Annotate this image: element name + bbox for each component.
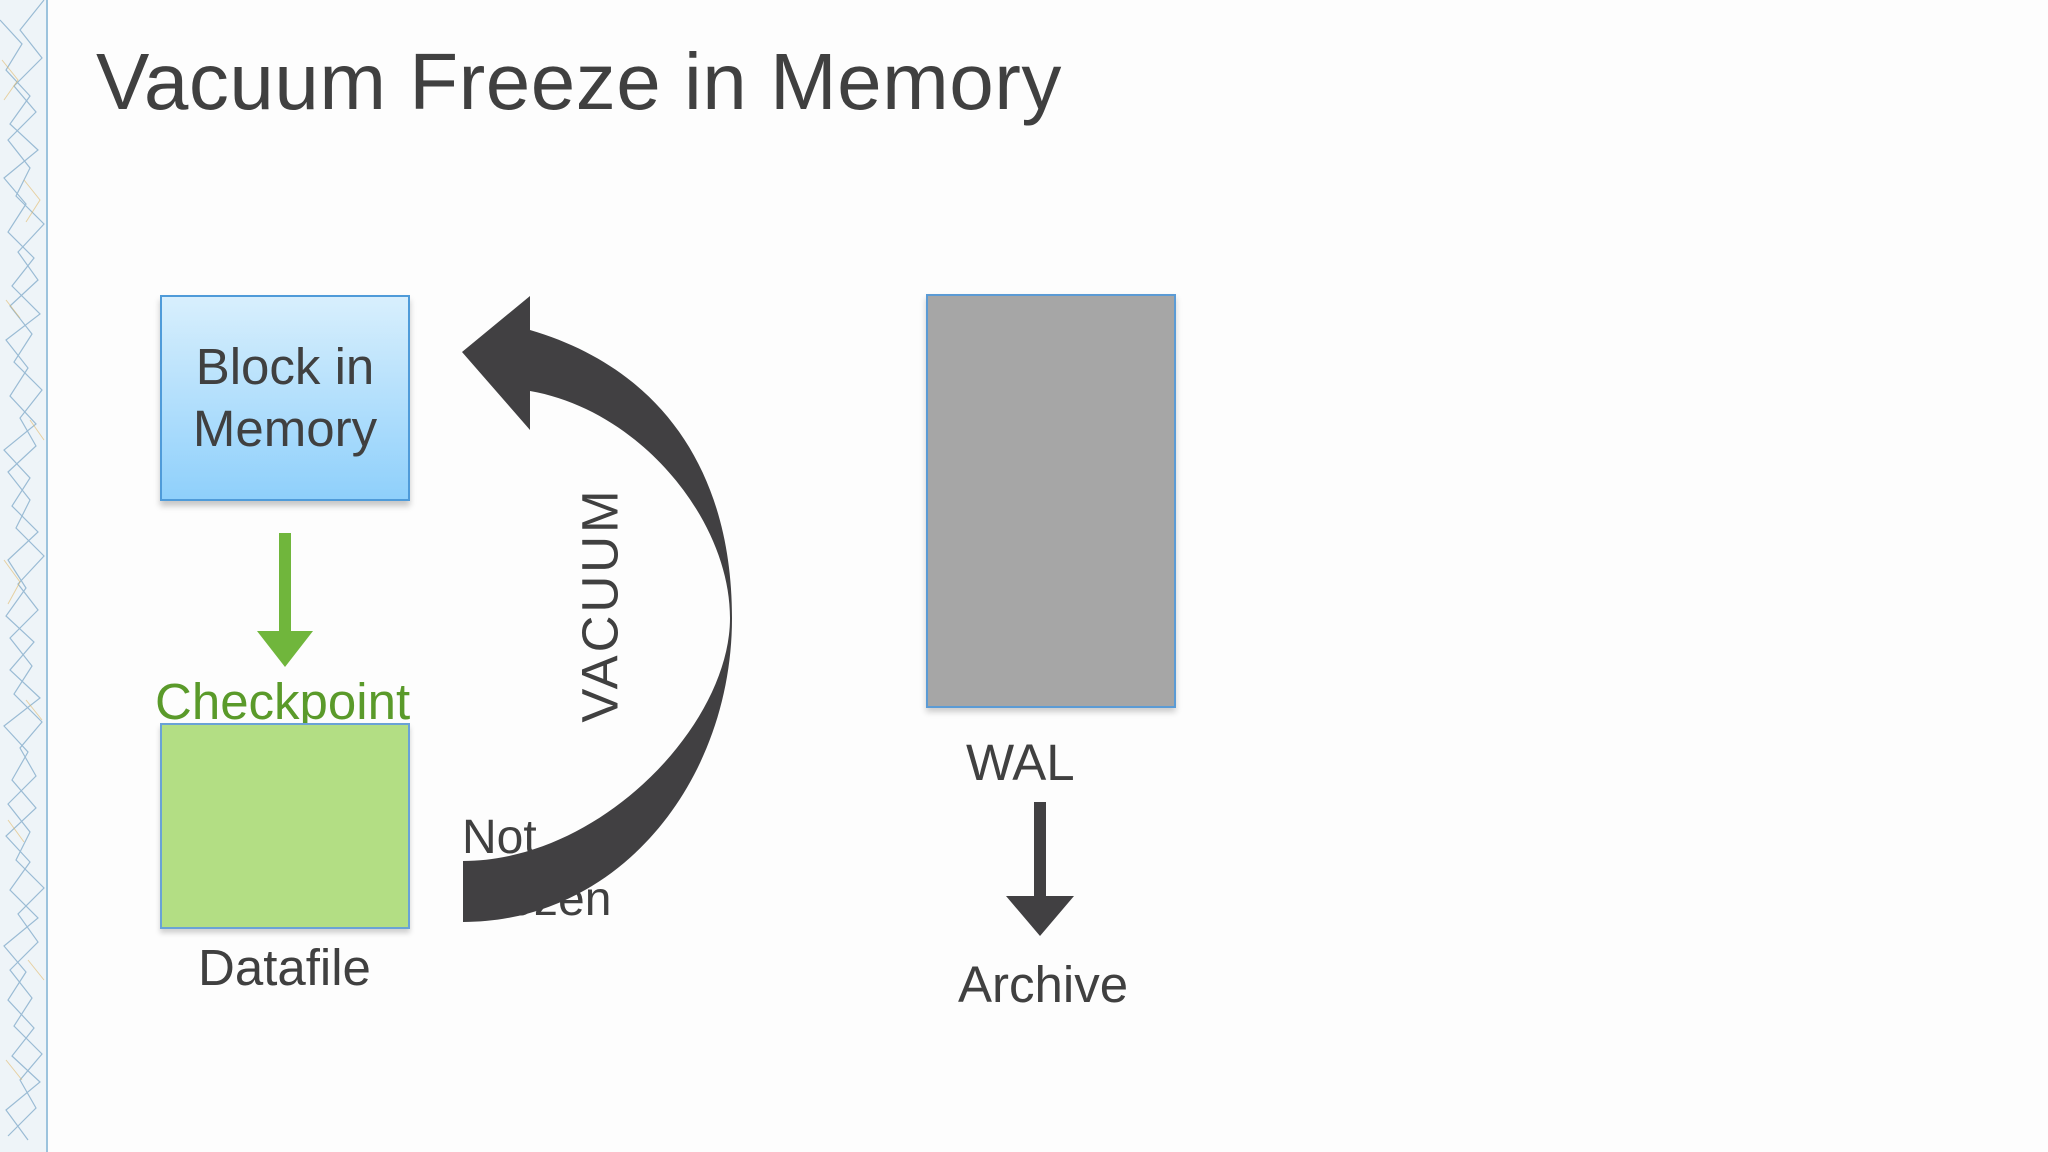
memory-block-label: Block in Memory bbox=[192, 338, 378, 457]
archive-arrow bbox=[1006, 802, 1074, 936]
datafile-block bbox=[160, 723, 410, 929]
vacuum-curved-arrow bbox=[462, 296, 732, 922]
checkpoint-arrow bbox=[257, 533, 313, 667]
wal-label: WAL bbox=[966, 734, 1075, 791]
slide-title: Vacuum Freeze in Memory bbox=[96, 37, 1062, 126]
wal-block bbox=[926, 294, 1176, 708]
datafile-label: Datafile bbox=[198, 939, 371, 996]
checkpoint-label: Checkpoint bbox=[155, 673, 411, 730]
archive-label: Archive bbox=[958, 956, 1129, 1013]
memory-block: Block in Memory bbox=[160, 295, 410, 501]
decorative-pattern-band bbox=[0, 0, 48, 1152]
